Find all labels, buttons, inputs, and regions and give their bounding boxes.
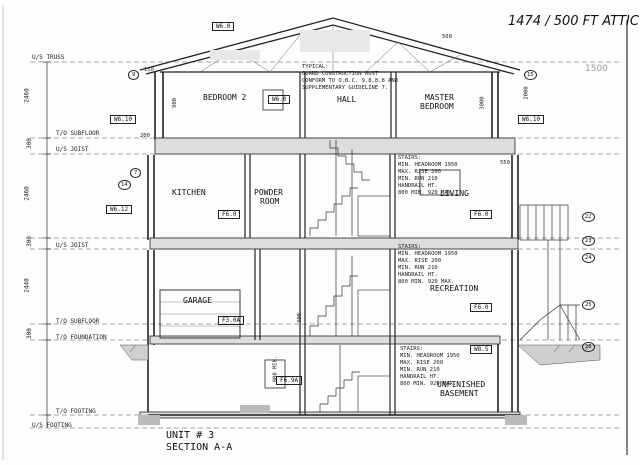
- grade-hatch: [119, 344, 601, 366]
- deck-railing: [519, 204, 581, 341]
- attic-insulation: [300, 30, 370, 52]
- stair-runs: [309, 140, 391, 413]
- exterior-walls: [147, 72, 519, 415]
- left-dimension-string: [43, 61, 51, 428]
- handwritten-note: 1474 / 500 FT ATTIC: [508, 14, 639, 29]
- section-label: SECTION A-A: [166, 442, 233, 453]
- windows: [262, 89, 461, 389]
- roof-outline: [139, 17, 521, 75]
- attic-stamp: 1500: [585, 64, 608, 74]
- footings: [138, 405, 527, 425]
- section-title: UNIT # 3 SECTION A-A: [166, 430, 232, 454]
- unit-label: UNIT # 3: [166, 430, 215, 441]
